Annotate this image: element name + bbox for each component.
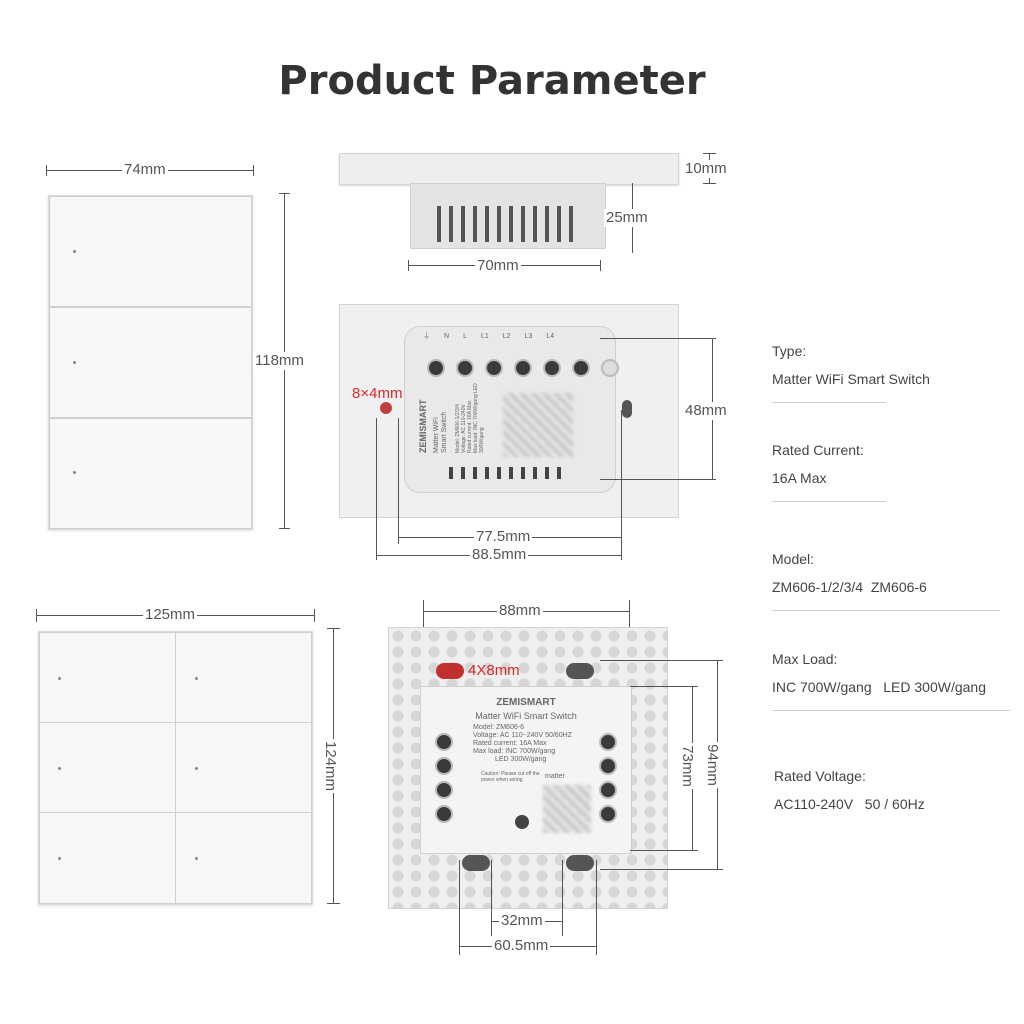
- indicator-dot: [73, 471, 76, 474]
- screw-terminal: [599, 805, 617, 823]
- width-88-label: 88mm: [497, 602, 543, 620]
- mounting-hole: [566, 855, 594, 871]
- spec-max-load: Max Load: INC 700W/gang LED 300W/gang: [772, 651, 987, 695]
- height-118-label: 118mm: [253, 352, 306, 370]
- gang-button: [49, 307, 252, 418]
- screw-terminal: [435, 781, 453, 799]
- gang-button: [49, 418, 252, 529]
- width-125-label: 125mm: [143, 606, 198, 624]
- screw-terminal: [543, 359, 561, 377]
- qr-code: [503, 393, 573, 457]
- screw-terminal: [599, 733, 617, 751]
- spec-type: Type: Matter WiFi Smart Switch: [772, 343, 930, 387]
- indicator-dot: [73, 250, 76, 253]
- indicator-dot: [58, 677, 61, 680]
- width-32-label: 32mm: [499, 912, 545, 930]
- page-title: Product Parameter: [278, 58, 706, 104]
- depth-25-label: 25mm: [604, 209, 650, 227]
- screw-terminal: [599, 757, 617, 775]
- width-60-5-label: 60.5mm: [492, 937, 551, 955]
- width-77-5-label: 77.5mm: [474, 528, 533, 546]
- spec-rated-current: Rated Current: 16A Max: [772, 442, 864, 486]
- indicator-dot: [195, 857, 198, 860]
- mounting-hole: [436, 663, 464, 679]
- screw-terminal: [601, 359, 619, 377]
- spec-rated-voltage: Rated Voltage: AC110-240V 50 / 60Hz: [774, 768, 925, 812]
- screw-terminal: [485, 359, 503, 377]
- screw-terminal: [599, 781, 617, 799]
- height-124-label: 124mm: [321, 738, 340, 794]
- width-88-5-label: 88.5mm: [470, 546, 529, 564]
- hole-size-4x8-label: 4X8mm: [468, 662, 520, 679]
- switch-module: ⏚ N L L1 L2 L3 L4 ZEMISMART Matter WiFi …: [404, 326, 619, 493]
- mounting-hole: [622, 400, 632, 418]
- gang-button: [175, 722, 312, 813]
- gang-button: [39, 812, 176, 904]
- indicator-dot: [195, 767, 198, 770]
- indicator-dot: [58, 857, 61, 860]
- qr-code: [543, 785, 591, 833]
- indicator-dot: [195, 677, 198, 680]
- mounting-hole: [462, 855, 490, 871]
- gang-button: [49, 196, 252, 307]
- height-73-label: 73mm: [677, 743, 696, 789]
- mounting-hole: [566, 663, 594, 679]
- screw-terminal: [514, 359, 532, 377]
- width-70-label: 70mm: [475, 257, 521, 275]
- screw-terminal: [572, 359, 590, 377]
- screw-terminal: [435, 733, 453, 751]
- screw-terminal: [427, 359, 445, 377]
- gang-button: [39, 632, 176, 723]
- gang-button: [39, 722, 176, 813]
- screw-terminal: [435, 757, 453, 775]
- indicator-dot: [73, 361, 76, 364]
- screw-terminal: [435, 805, 453, 823]
- width-74-label: 74mm: [122, 161, 168, 179]
- height-48-label: 48mm: [683, 402, 729, 420]
- spec-model: Model: ZM606-1/2/3/4 ZM606-6: [772, 551, 927, 595]
- mounting-hole: [380, 402, 392, 414]
- height-94-label: 94mm: [702, 742, 721, 788]
- depth-10-label: 10mm: [683, 160, 729, 178]
- switch-module: ZEMISMART Matter WiFi Smart Switch Model…: [420, 686, 632, 854]
- screw-terminal: [456, 359, 474, 377]
- indicator-dot: [58, 767, 61, 770]
- hole-size-8x4-label: 8×4mm: [352, 385, 403, 402]
